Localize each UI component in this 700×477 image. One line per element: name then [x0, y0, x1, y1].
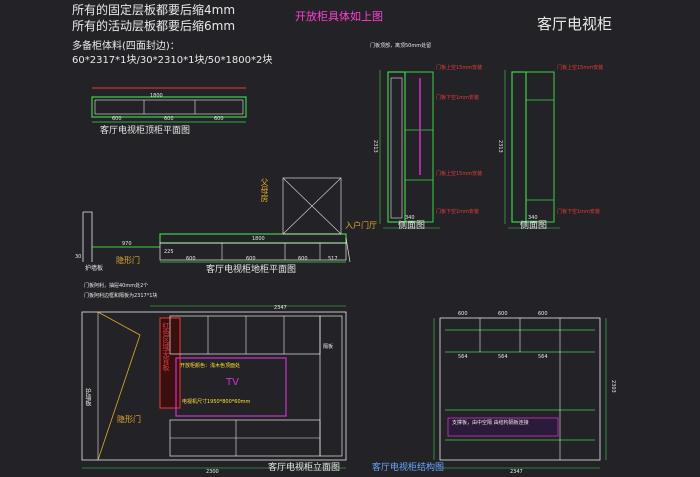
dim-fp-1800: 1800 — [252, 236, 265, 242]
s1-note-d: 门板下空1mm安装 — [436, 209, 479, 215]
dim-st-2303: 2303 — [610, 380, 616, 393]
dim-st-600a: 600 — [458, 311, 468, 317]
floor-plan-caption: 客厅电视柜地柜平面图 — [206, 265, 297, 275]
dim-top-600a: 600 — [112, 116, 122, 122]
center-title: 开放柜具体如上图 — [295, 10, 383, 23]
dim-s1-2313: 2313 — [372, 140, 378, 153]
structure-caption: 客厅电视柜结构图 — [372, 463, 445, 473]
el-note-2: 门板阿利边框和隔板为2317*1块 — [84, 293, 158, 299]
el-side-note: 红色区域无背板 — [162, 322, 170, 371]
dim-fp-517: 517 — [328, 256, 338, 262]
rule-fixed-shelf: 所有的固定层板都要后缩4mm — [72, 3, 236, 17]
drawing-title: 客厅电视柜 — [537, 15, 613, 33]
rule-movable-shelf: 所有的活动层板都要后缩6mm — [72, 19, 236, 33]
side-view-2 — [504, 70, 560, 229]
s1-note-c: 门板上空15mm安装 — [436, 171, 483, 177]
dim-fp-600b: 600 — [246, 256, 256, 262]
st-note: 支撑板，由中空隔 由结构隔板连接 — [452, 420, 529, 426]
side2-caption: 侧面图 — [520, 221, 548, 231]
side1-caption: 侧面图 — [398, 221, 426, 231]
entry-door-label: 入户门厅 — [345, 221, 377, 230]
dim-s1-340: 340 — [405, 215, 415, 221]
dim-st-600b: 600 — [498, 311, 508, 317]
side-view-1 — [379, 70, 440, 229]
elevation-view — [81, 305, 347, 469]
hidden-door-label-elev: 隐形门 — [117, 415, 141, 424]
dim-st-564c: 564 — [538, 354, 548, 360]
s1-note-a: 门板上空15mm安装 — [436, 65, 483, 71]
structure-view — [433, 317, 607, 469]
dim-fp-600a: 600 — [186, 256, 196, 262]
s2-note-b: 门板下空1mm安装 — [557, 209, 600, 215]
dim-st-564a: 564 — [458, 354, 468, 360]
dim-top-1800: 1800 — [150, 93, 163, 99]
el-note-1: 门板阿利，抽屉40mm处2个 — [84, 283, 149, 289]
dim-el-2347: 2347 — [274, 305, 287, 311]
dim-st-600c: 600 — [538, 311, 548, 317]
dim-st-2347: 2347 — [510, 469, 523, 475]
floor-cabinet-plan — [82, 177, 351, 263]
s1-top-note: 门板顶部，离顶50mm处留 — [370, 43, 432, 49]
dim-fp-600c: 600 — [298, 256, 308, 262]
dim-s2-2313: 2313 — [497, 140, 503, 153]
parent-room-label: 父母房 — [260, 178, 269, 202]
top-cabinet-plan — [91, 87, 247, 123]
hidden-door-label: 隐形门 — [116, 256, 140, 265]
dim-el-2300: 2300 — [206, 469, 219, 475]
tv-label: TV — [226, 377, 239, 388]
dim-st-564b: 564 — [498, 354, 508, 360]
top-plan-caption: 客厅电视柜顶柜平面图 — [100, 126, 191, 136]
dim-fp-970: 970 — [122, 241, 132, 247]
guard-board-label: 护墙板 — [85, 265, 104, 272]
spare-material-list: 60*2317*1块/30*2310*1块/50*1800*2块 — [72, 55, 273, 66]
elevation-caption: 客厅电视柜立面图 — [268, 463, 341, 473]
el-right-note: 隔板 — [323, 344, 334, 350]
tv-size-note: 电视机尺寸1950*800*60mm — [182, 399, 251, 405]
s2-note-a: 门板上空15mm安装 — [557, 65, 604, 71]
guard-board-label-elev: 护墙板 — [84, 388, 91, 406]
dim-fp-30: 30 — [75, 254, 82, 260]
s1-note-b: 门板下空1mm安装 — [436, 95, 479, 101]
dim-top-600c: 600 — [214, 116, 224, 122]
dim-s2-340: 340 — [528, 215, 538, 221]
spare-material-label: 多备柜体料(四面封边)： — [72, 41, 180, 52]
dim-top-600b: 600 — [164, 116, 174, 122]
tv-box-note: 开放柜颜色：浅木色顶面处 — [180, 363, 241, 369]
dim-fp-225: 225 — [164, 249, 174, 255]
